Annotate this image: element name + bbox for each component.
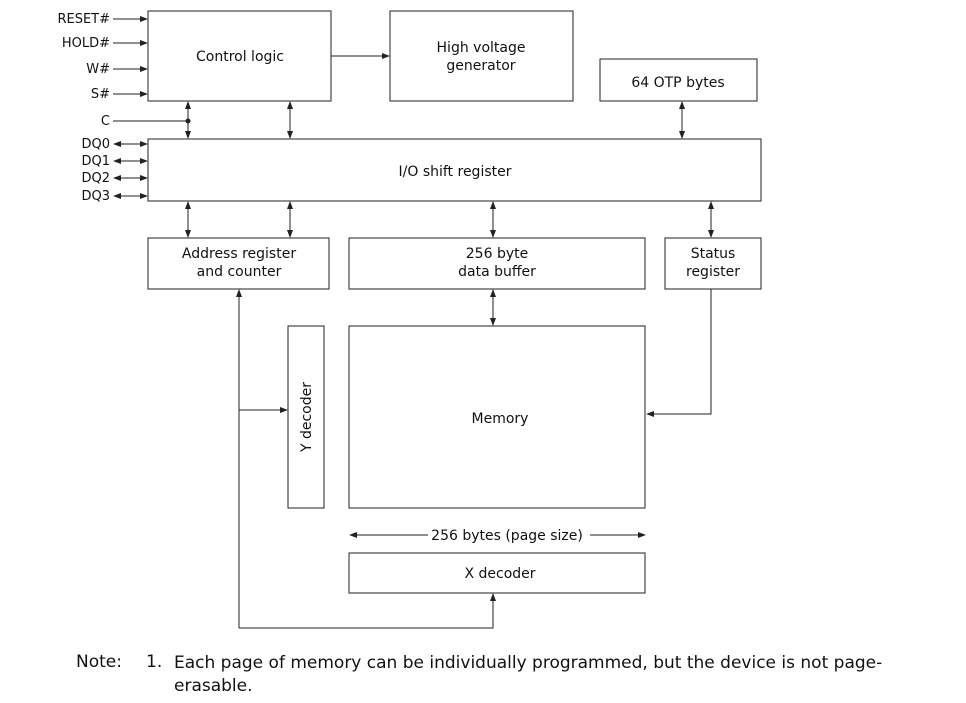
data-buffer-label-line2: data buffer bbox=[458, 264, 536, 280]
signal-dq1-label: DQ1 bbox=[81, 154, 110, 169]
data-buffer-block: 256 byte data buffer bbox=[348, 237, 646, 290]
dq1-arrow bbox=[113, 158, 148, 164]
io-address-arrow-right bbox=[287, 201, 293, 238]
signal-dq3-label: DQ3 bbox=[81, 189, 110, 204]
io-buffer-arrow bbox=[490, 201, 496, 238]
clock-line bbox=[113, 118, 191, 124]
note-number: 1. bbox=[146, 652, 163, 672]
page-size-dimension: 256 bytes (page size) bbox=[349, 528, 646, 544]
control-logic-block: Control logic bbox=[147, 10, 332, 102]
status-register-label-line2: register bbox=[686, 264, 740, 280]
io-shift-register-block: I/O shift register bbox=[147, 138, 762, 202]
signal-dq2-label: DQ2 bbox=[81, 171, 110, 186]
otp-bytes-label: 64 OTP bytes bbox=[631, 75, 724, 91]
signal-w-label: W# bbox=[86, 62, 110, 77]
buffer-memory-arrow bbox=[490, 289, 496, 326]
y-decoder-label: Y decoder bbox=[299, 382, 315, 453]
otp-bytes-block: 64 OTP bytes bbox=[599, 58, 758, 102]
note-label: Note: bbox=[76, 652, 122, 672]
control-logic-label: Control logic bbox=[196, 49, 284, 65]
io-shift-register-label: I/O shift register bbox=[399, 164, 512, 180]
reset-arrow bbox=[113, 16, 148, 22]
signal-reset-label: RESET# bbox=[57, 12, 110, 27]
memory-block: Memory bbox=[348, 325, 646, 509]
high-voltage-label-line2: generator bbox=[446, 58, 515, 74]
clock-to-blocks-arrow bbox=[185, 101, 191, 139]
high-voltage-generator-block: High voltage generator bbox=[389, 10, 574, 102]
signal-s-label: S# bbox=[91, 87, 110, 102]
hold-arrow bbox=[113, 40, 148, 46]
signal-hold-label: HOLD# bbox=[62, 36, 110, 51]
address-decoder-connector bbox=[236, 289, 496, 629]
otp-io-arrow bbox=[679, 101, 685, 139]
s-arrow bbox=[113, 91, 148, 97]
signal-c-label: C bbox=[101, 114, 110, 129]
status-register-block: Status register bbox=[664, 237, 762, 290]
w-arrow bbox=[113, 66, 148, 72]
io-status-arrow bbox=[708, 201, 714, 238]
control-io-arrow bbox=[287, 101, 293, 139]
address-register-label-line2: and counter bbox=[197, 264, 282, 280]
x-decoder-label: X decoder bbox=[464, 566, 535, 582]
dq0-arrow bbox=[113, 141, 148, 147]
y-decoder-block: Y decoder bbox=[287, 325, 325, 509]
memory-label: Memory bbox=[472, 411, 529, 427]
address-register-block: Address register and counter bbox=[147, 237, 330, 290]
status-memory-connector bbox=[646, 289, 712, 417]
x-decoder-block: X decoder bbox=[348, 552, 646, 594]
status-register-label-line1: Status bbox=[691, 246, 736, 262]
address-register-label-line1: Address register bbox=[182, 246, 296, 262]
dq3-arrow bbox=[113, 193, 148, 199]
data-buffer-label-line1: 256 byte bbox=[466, 246, 528, 262]
io-address-arrow-left bbox=[185, 201, 191, 238]
signal-dq0-label: DQ0 bbox=[81, 137, 110, 152]
dq2-arrow bbox=[113, 175, 148, 181]
page-size-label: 256 bytes (page size) bbox=[431, 528, 583, 544]
high-voltage-label-line1: High voltage bbox=[437, 40, 526, 56]
note-text: Each page of memory can be individually … bbox=[174, 653, 883, 696]
control-to-hv-arrow bbox=[331, 53, 390, 59]
